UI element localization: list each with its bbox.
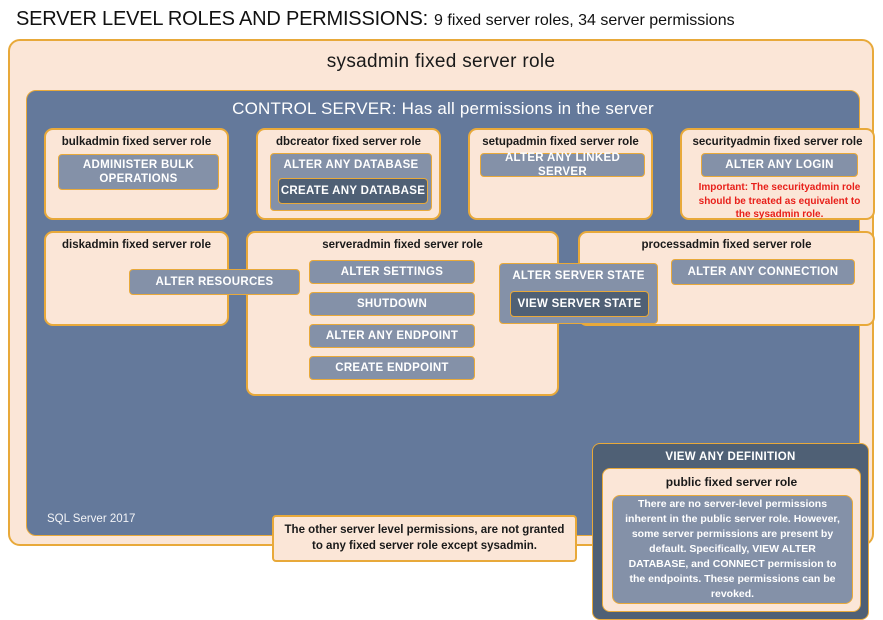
permission-create-endpoint[interactable]: CREATE ENDPOINT (309, 356, 475, 380)
page-title-sub: 9 fixed server roles, 34 server permissi… (434, 12, 735, 29)
role-panel-serveradmin: serveradmin fixed server role ALTER SETT… (246, 231, 559, 396)
role-panel-setupadmin: setupadmin fixed server role ALTER ANY L… (468, 128, 653, 220)
role-panel-dbcreator: dbcreator fixed server role ALTER ANY DA… (256, 128, 441, 220)
role-title-processadmin: processadmin fixed server role (641, 239, 812, 251)
role-panel-public: public fixed server role There are no se… (602, 468, 861, 612)
role-title-bulkadmin: bulkadmin fixed server role (61, 136, 212, 148)
permission-view-server-state[interactable]: VIEW SERVER STATE (510, 291, 649, 317)
page-title-main: SERVER LEVEL ROLES AND PERMISSIONS: (16, 8, 429, 30)
role-title-setupadmin: setupadmin fixed server role (482, 136, 639, 148)
sysadmin-role-container: sysadmin fixed server role CONTROL SERVE… (8, 39, 875, 620)
permission-alter-resources[interactable]: ALTER RESOURCES (129, 269, 300, 295)
view-any-definition-container: VIEW ANY DEFINITION public fixed server … (592, 443, 869, 620)
permission-alter-any-endpoint[interactable]: ALTER ANY ENDPOINT (309, 324, 475, 348)
securityadmin-warning-note: Important: The securityadmin role should… (698, 182, 861, 220)
view-any-definition-label: VIEW ANY DEFINITION (665, 451, 796, 463)
permission-alter-any-database-label: ALTER ANY DATABASE (283, 159, 419, 171)
role-title-serveradmin: serveradmin fixed server role (322, 239, 483, 251)
role-title-public: public fixed server role (665, 475, 798, 489)
permission-alter-any-connection[interactable]: ALTER ANY CONNECTION (671, 259, 855, 285)
sql-server-version-label: SQL Server 2017 (47, 513, 136, 525)
role-title-diskadmin: diskadmin fixed server role (62, 239, 211, 251)
other-permissions-note: The other server level permissions, are … (272, 515, 577, 562)
control-server-panel: CONTROL SERVER: Has all permissions in t… (26, 90, 875, 620)
page-title: SERVER LEVEL ROLES AND PERMISSIONS: 9 fi… (16, 8, 876, 36)
permission-alter-any-login[interactable]: ALTER ANY LOGIN (701, 153, 858, 177)
permission-alter-any-linked-server[interactable]: ALTER ANY LINKED SERVER (480, 152, 645, 178)
role-title-dbcreator: dbcreator fixed server role (275, 136, 422, 148)
permission-create-any-database[interactable]: CREATE ANY DATABASE (278, 178, 428, 204)
role-panel-bulkadmin: bulkadmin fixed server role ADMINISTER B… (44, 128, 229, 220)
permission-shutdown[interactable]: SHUTDOWN (309, 292, 475, 316)
permission-alter-server-state-label: ALTER SERVER STATE (512, 270, 645, 282)
role-title-securityadmin: securityadmin fixed server role (692, 136, 863, 148)
control-server-label: CONTROL SERVER: Has all permissions in t… (232, 99, 654, 118)
role-panel-securityadmin: securityadmin fixed server role ALTER AN… (680, 128, 875, 220)
public-role-description: There are no server-level permissions in… (612, 495, 853, 604)
permission-alter-settings[interactable]: ALTER SETTINGS (309, 260, 475, 284)
permission-administer-bulk-operations[interactable]: ADMINISTER BULK OPERATIONS (58, 154, 219, 190)
sysadmin-role-label: sysadmin fixed server role (326, 51, 556, 72)
